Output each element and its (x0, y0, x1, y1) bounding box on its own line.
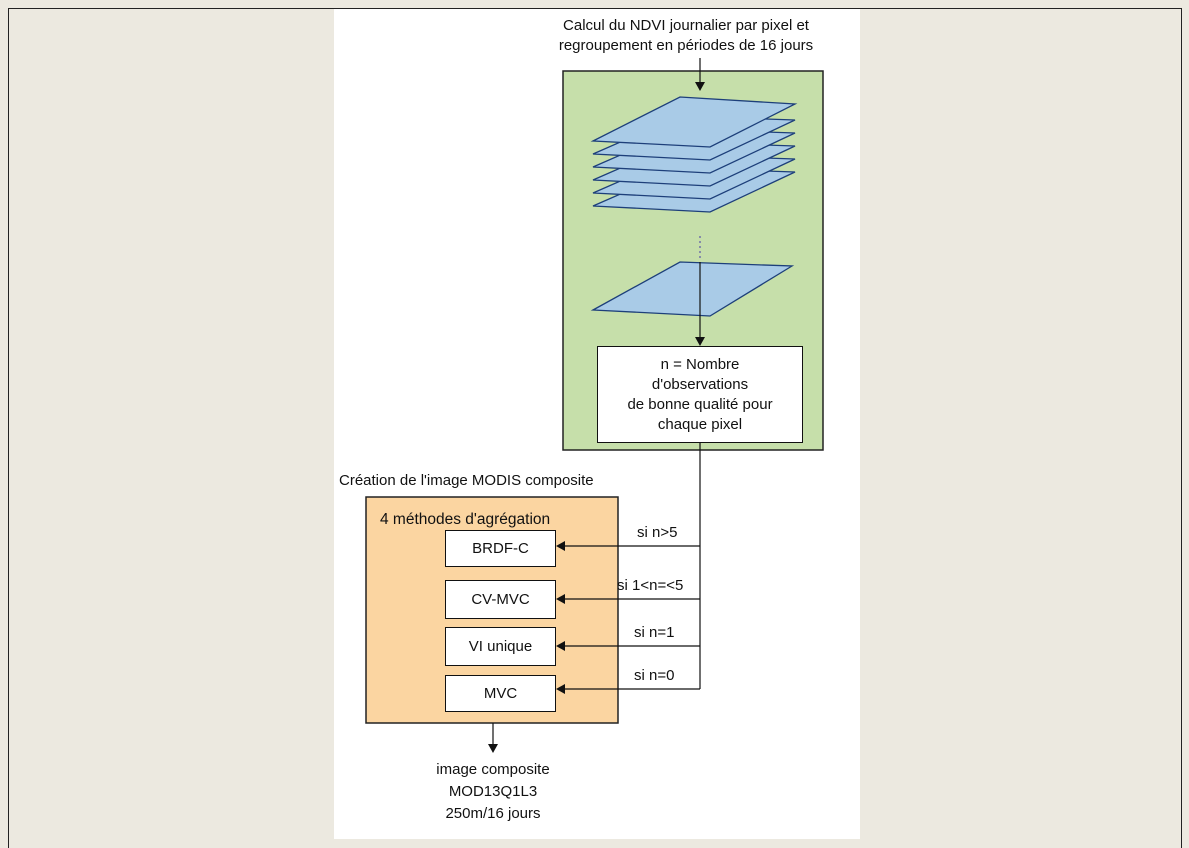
output-line3: 250m/16 jours (445, 805, 541, 822)
method-box-brdf-c: BRDF-C (445, 530, 556, 567)
diagram-canvas (365, 58, 824, 753)
step1-title-line1: Calcul du NDVI journalier par pixel et (563, 17, 809, 34)
obs-box-line3: de bonne qualité pour (627, 395, 773, 413)
condition-label: si n>5 (637, 524, 678, 541)
condition-label: si n=1 (634, 624, 675, 641)
observation-count-box: n = Nombre d'observations de bonne quali… (597, 346, 803, 443)
arrow-layers-to-count (695, 262, 705, 346)
method-box-cv-mvc: CV-MVC (445, 580, 556, 619)
arrow-to-output (488, 723, 498, 753)
method-label: BRDF-C (472, 540, 529, 557)
ndvi-layer-stack (590, 96, 798, 213)
output-line1: image composite (436, 761, 550, 778)
output-line2: MOD13Q1L3 (448, 783, 538, 800)
method-label: VI unique (468, 638, 533, 655)
composite-title: Création de l'image MODIS composite (339, 472, 594, 489)
page-frame (8, 8, 1182, 848)
obs-box-line4: chaque pixel (657, 415, 743, 433)
methods-title: 4 méthodes d'agrégation (380, 511, 551, 528)
method-box-mvc: MVC (445, 675, 556, 712)
obs-box-line2: d'observations (651, 375, 749, 393)
ndvi-layer-last (590, 261, 795, 317)
step1-title-line2: regroupement en périodes de 16 jours (558, 37, 814, 54)
arrow-title-to-layers (695, 58, 705, 91)
method-label: MVC (483, 685, 518, 702)
method-box-vi-unique: VI unique (445, 627, 556, 666)
step1-title: Calcul du NDVI journalier par pixel et r… (500, 16, 872, 56)
condition-label: si n=0 (634, 667, 675, 684)
condition-label: si 1<n=<5 (617, 577, 684, 594)
output-label: image composite MOD13Q1L3 250m/16 jours (393, 759, 593, 825)
obs-box-line1: n = Nombre (660, 355, 740, 373)
branch-arrows (556, 541, 700, 694)
ndvi-layer (590, 96, 798, 148)
method-label: CV-MVC (471, 591, 530, 608)
